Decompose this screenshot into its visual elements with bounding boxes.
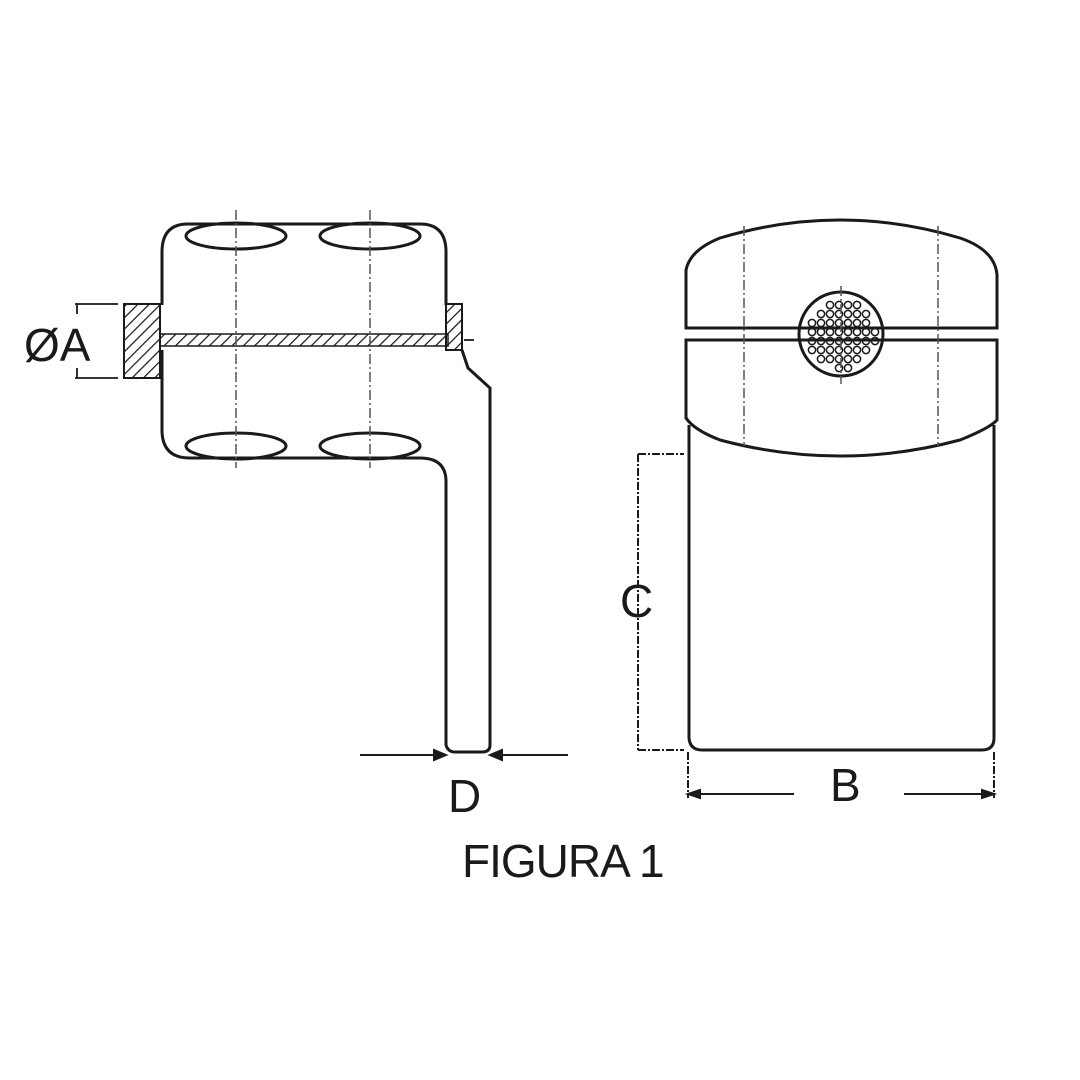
conductor-strand (807, 318, 817, 328)
cable-through (159, 333, 449, 347)
conductor-strand (825, 336, 835, 346)
dim-C (637, 453, 684, 751)
conductor-strand (816, 327, 826, 337)
conductor-strand (861, 318, 871, 328)
conductor-strand (834, 345, 844, 355)
dim-B (684, 752, 998, 800)
conductor-strand (852, 336, 862, 346)
conductor-strand (834, 327, 844, 337)
conductor-strand (825, 318, 835, 328)
conductor-strand (816, 318, 826, 328)
conductor-strand (870, 336, 880, 346)
conductor-strand (807, 336, 817, 346)
dimension-label-A: ØA (24, 319, 91, 371)
conductor-strand (852, 309, 862, 319)
side-view (160, 221, 492, 754)
conductor-strand (870, 327, 880, 337)
conductor-strand (834, 309, 844, 319)
cable-end-right (445, 303, 463, 351)
conductor-strand (843, 309, 853, 319)
dimension-label-C: C (620, 575, 654, 627)
dimension-label-D: D (448, 770, 482, 822)
conductor-strand (834, 318, 844, 328)
conductor-strand (843, 327, 853, 337)
conductor-strand (807, 327, 817, 337)
conductor-strand (843, 354, 853, 364)
conductor-strand (834, 336, 844, 346)
conductor-strand (816, 354, 826, 364)
conductor-strand (834, 354, 844, 364)
front-center-lines (743, 226, 939, 446)
conductor-strand (834, 363, 844, 373)
conductor-strand (852, 345, 862, 355)
dim-A (75, 303, 474, 379)
conductor-strand (825, 309, 835, 319)
conductor-strand (852, 318, 862, 328)
side-center-lines (235, 210, 371, 468)
figure-caption: FIGURA 1 (462, 835, 665, 887)
conductor-strand (825, 300, 835, 310)
conductor-strand (843, 318, 853, 328)
conductor-strand (816, 336, 826, 346)
cable-end-left (123, 303, 161, 379)
dimension-label-B: B (830, 759, 861, 811)
conductor-strand (816, 345, 826, 355)
conductor-strand (825, 327, 835, 337)
conductor-strand (834, 300, 844, 310)
cable-section (123, 303, 463, 379)
conductor-strand (843, 336, 853, 346)
conductor-strand (861, 309, 871, 319)
conductor-strand (861, 345, 871, 355)
conductor-strand (852, 300, 862, 310)
dim-D (360, 748, 568, 762)
conductor-strand (843, 300, 853, 310)
conductor-strand (843, 363, 853, 373)
conductor-strand (861, 336, 871, 346)
conductor-strand (807, 345, 817, 355)
conductor-strand (861, 327, 871, 337)
front-tab-body (687, 425, 996, 752)
side-body-upper-outline (160, 222, 448, 305)
conductor-strand (825, 354, 835, 364)
front-top-cap (684, 218, 999, 330)
conductor-strands (807, 300, 880, 373)
conductor-strand (843, 345, 853, 355)
conductor-strand (816, 309, 826, 319)
front-lower-block (684, 338, 999, 458)
conductor-strand (825, 345, 835, 355)
conductor-strand (852, 327, 862, 337)
side-body-lower-outline (160, 349, 492, 754)
conductor-strand (852, 354, 862, 364)
